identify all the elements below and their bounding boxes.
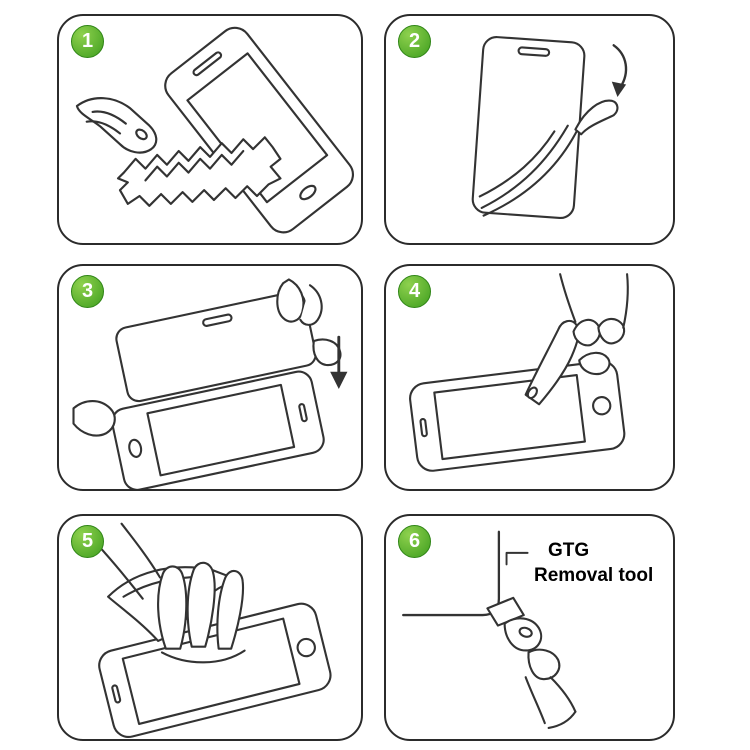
- phone: [164, 26, 355, 234]
- screen-protector: [115, 290, 317, 403]
- step-panel-4: 4: [384, 264, 675, 491]
- step-panel-1: 1: [57, 14, 363, 245]
- left-hand: [72, 399, 116, 437]
- step-4-badge: 4: [398, 275, 431, 308]
- step-1-badge: 1: [71, 25, 104, 58]
- step-panel-5: 5: [57, 514, 363, 741]
- peeling-film: [478, 99, 619, 217]
- wipe-screen-illustration: [75, 26, 355, 234]
- removal-tool-label-line1: GTG: [548, 540, 590, 561]
- right-hand: [276, 278, 342, 367]
- step-3-badge: 3: [71, 275, 104, 308]
- phone: [111, 370, 325, 489]
- peel-film-illustration: [471, 36, 628, 220]
- press-screen-illustration: [409, 273, 629, 472]
- phone: [409, 360, 626, 472]
- step-panel-3: 3: [57, 264, 363, 491]
- curved-arrow-down-icon: [611, 44, 628, 97]
- align-protector-illustration: [72, 278, 348, 489]
- step-panel-2: 2: [384, 14, 675, 245]
- removal-tool-illustration: [402, 530, 577, 730]
- smoothing-hand: [80, 522, 246, 664]
- smooth-film-illustration: [80, 522, 332, 739]
- removal-tool-label: GTG Removal tool: [534, 538, 674, 588]
- arrow-down-icon: [330, 335, 348, 390]
- step-6-badge: 6: [398, 525, 431, 558]
- step-2-badge: 2: [398, 25, 431, 58]
- removal-tool-label-line2: Removal tool: [534, 565, 654, 586]
- hand: [503, 617, 577, 730]
- label-pointer-line: [505, 551, 529, 566]
- step-5-badge: 5: [71, 525, 104, 558]
- pressing-hand: [524, 273, 629, 406]
- phone: [98, 602, 332, 739]
- step-panel-6: 6 GTG Removal tool: [384, 514, 675, 741]
- hand: [75, 97, 158, 154]
